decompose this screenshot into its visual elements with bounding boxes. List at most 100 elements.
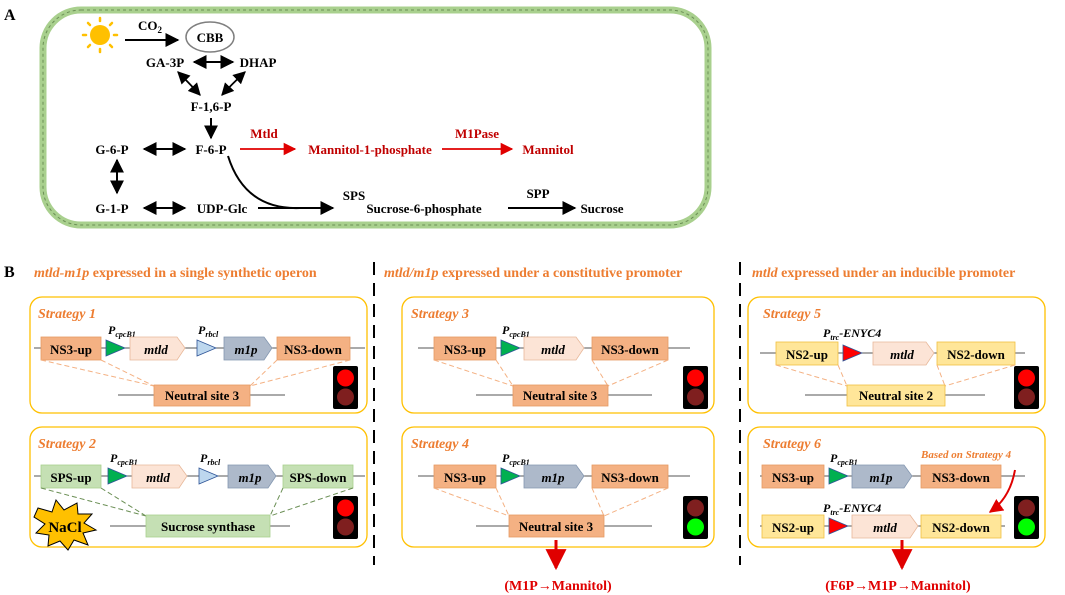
header-col1: mtld-m1p expressed in a single synthetic…	[34, 266, 317, 281]
nacl-burst-icon	[33, 498, 98, 551]
s3-promoter-cpcb1	[500, 339, 522, 357]
cell-membrane-outline	[42, 9, 709, 226]
svg-text:Prbcl: Prbcl	[198, 323, 219, 339]
svg-text:NS2-up: NS2-up	[786, 347, 828, 362]
mannitol-label: Mannitol	[522, 142, 574, 157]
svg-text:PcpcB1: PcpcB1	[110, 451, 138, 467]
s1-traffic-light	[333, 366, 358, 409]
s1-gene-m1p	[223, 336, 273, 361]
s3-ns3-up	[433, 336, 497, 361]
svg-text:PcpcB1: PcpcB1	[502, 451, 530, 467]
s3-traffic-light	[683, 366, 708, 409]
udpglc-label: UDP-Glc	[197, 201, 248, 216]
strategy-5-panel: Strategy 5 Ptrc-ENYC4 NS2-up mtld NS2-do…	[747, 296, 1046, 414]
svg-text:PcpcB1: PcpcB1	[502, 323, 530, 339]
strategy-5-title: Strategy 5	[763, 307, 821, 322]
svg-text:SPS-up: SPS-up	[50, 470, 91, 485]
svg-text:mtld: mtld	[146, 470, 170, 485]
svg-text:Neutral site 3: Neutral site 3	[165, 388, 240, 403]
g6p-label: G-6-P	[95, 142, 128, 157]
s5-promoter-label: Ptrc-ENYC4	[823, 326, 881, 342]
svg-text:NS3-up: NS3-up	[50, 342, 92, 357]
nacl-label: NaCl	[48, 520, 81, 536]
s5-promoter-trc	[842, 344, 864, 362]
s6-gene-mtld	[851, 514, 919, 539]
svg-text:Sucrose synthase: Sucrose synthase	[161, 519, 255, 534]
cell-membrane	[39, 6, 712, 229]
ga3p-label: GA-3P	[146, 55, 184, 70]
svg-text:NS3-up: NS3-up	[444, 470, 486, 485]
s2-sps-down	[282, 464, 354, 489]
s2-sps-up	[40, 464, 102, 489]
strategy-3-panel: Strategy 3 NS3-up PcpcB1 mtld NS3-down N…	[401, 296, 715, 414]
strategy-4-title: Strategy 4	[411, 437, 469, 452]
s6-traffic-light	[1014, 496, 1039, 539]
s2-traffic-light	[333, 496, 358, 539]
s1-promoter-cpcb1	[105, 339, 127, 357]
svg-text:NS3-down: NS3-down	[601, 342, 660, 357]
svg-text:Neutral site 3: Neutral site 3	[519, 519, 594, 534]
cbb-label: CBB	[197, 30, 224, 45]
s2-gene-mtld	[131, 464, 188, 489]
svg-text:NS2-up: NS2-up	[772, 520, 814, 535]
s4-ns3-down	[591, 464, 669, 489]
s2-promoter-rbcl	[198, 467, 220, 485]
svg-text:NS3-down: NS3-down	[932, 470, 991, 485]
svg-text:m1p: m1p	[541, 470, 565, 485]
strategy-6-panel: Strategy 6 Based on Strategy 4 NS3-up Pc…	[747, 426, 1046, 548]
spp-label: SPP	[526, 186, 549, 201]
mtld-enzyme-label: Mtld	[250, 126, 278, 141]
s6-promoter-trc	[828, 517, 850, 535]
svg-text:m1p: m1p	[234, 342, 258, 357]
s1-neutral-site	[153, 384, 251, 407]
svg-text:PcpcB1: PcpcB1	[830, 451, 858, 467]
svg-text:NS3-down: NS3-down	[601, 470, 660, 485]
sucrose6p-label: Sucrose-6-phosphate	[366, 201, 482, 216]
s3-gene-mtld	[523, 336, 585, 361]
svg-text:PcpcB1: PcpcB1	[108, 323, 136, 339]
s4-promoter-cpcb1	[500, 467, 522, 485]
svg-text:NS2-down: NS2-down	[932, 520, 991, 535]
s1-ns3-up	[40, 336, 102, 361]
s5-ns2-up	[775, 341, 839, 366]
svg-text:SPS-down: SPS-down	[289, 470, 347, 485]
s4-gene-m1p	[523, 464, 585, 489]
s6-curved-arrow	[988, 469, 1016, 513]
header-col2: mtld/m1p expressed under a constitutive …	[384, 266, 682, 281]
panel-a-label: A	[4, 7, 16, 24]
svg-text:Neutral site 3: Neutral site 3	[523, 388, 598, 403]
strategy-2-panel: Strategy 2 SPS-up PcpcB1 mtld Prbcl m1p …	[29, 426, 368, 551]
s2-promoter-cpcb1	[107, 467, 129, 485]
s2-gene-m1p	[227, 464, 277, 489]
s6-ns2-down	[920, 514, 1002, 539]
s6-promoter-label: Ptrc-ENYC4	[823, 501, 881, 517]
s1-ns3-down	[276, 336, 351, 361]
s5-ns2-down	[936, 341, 1016, 366]
svg-text:NS3-up: NS3-up	[444, 342, 486, 357]
svg-text:Neutral site 2: Neutral site 2	[859, 388, 933, 403]
s5-neutral-site	[846, 384, 946, 407]
s3-ns3-down	[591, 336, 669, 361]
s6-promoter-cpcb1	[828, 467, 850, 485]
strategy-6-title: Strategy 6	[763, 437, 821, 452]
strategy-2-title: Strategy 2	[38, 437, 96, 452]
m1pase-label: M1Pase	[455, 126, 499, 141]
arrow-dhap-f16p	[221, 71, 246, 96]
strategy-3-title: Strategy 3	[411, 307, 469, 322]
s4-result: (M1P→Mannitol)	[504, 579, 612, 594]
dhap-label: DHAP	[240, 55, 277, 70]
cbb-cycle	[185, 21, 235, 53]
s4-traffic-light	[683, 496, 708, 539]
s6-result: (F6P→M1P→Mannitol)	[825, 579, 971, 594]
s3-neutral-site	[512, 384, 609, 407]
s1-promoter-rbcl	[196, 339, 218, 357]
svg-text:m1p: m1p	[238, 470, 262, 485]
f6p-label: F-6-P	[195, 142, 226, 157]
mannitol1p-label: Mannitol-1-phosphate	[308, 142, 432, 157]
header-col3: mtld expressed under an inducible promot…	[752, 266, 1015, 281]
s6-ns2-up	[761, 514, 825, 539]
s2-sucrose-synthase	[145, 514, 271, 538]
strategy-1-panel: Strategy 1 NS3-up PcpcB1 mtld Prbcl m1p …	[29, 296, 368, 414]
s5-gene-mtld	[872, 341, 935, 366]
